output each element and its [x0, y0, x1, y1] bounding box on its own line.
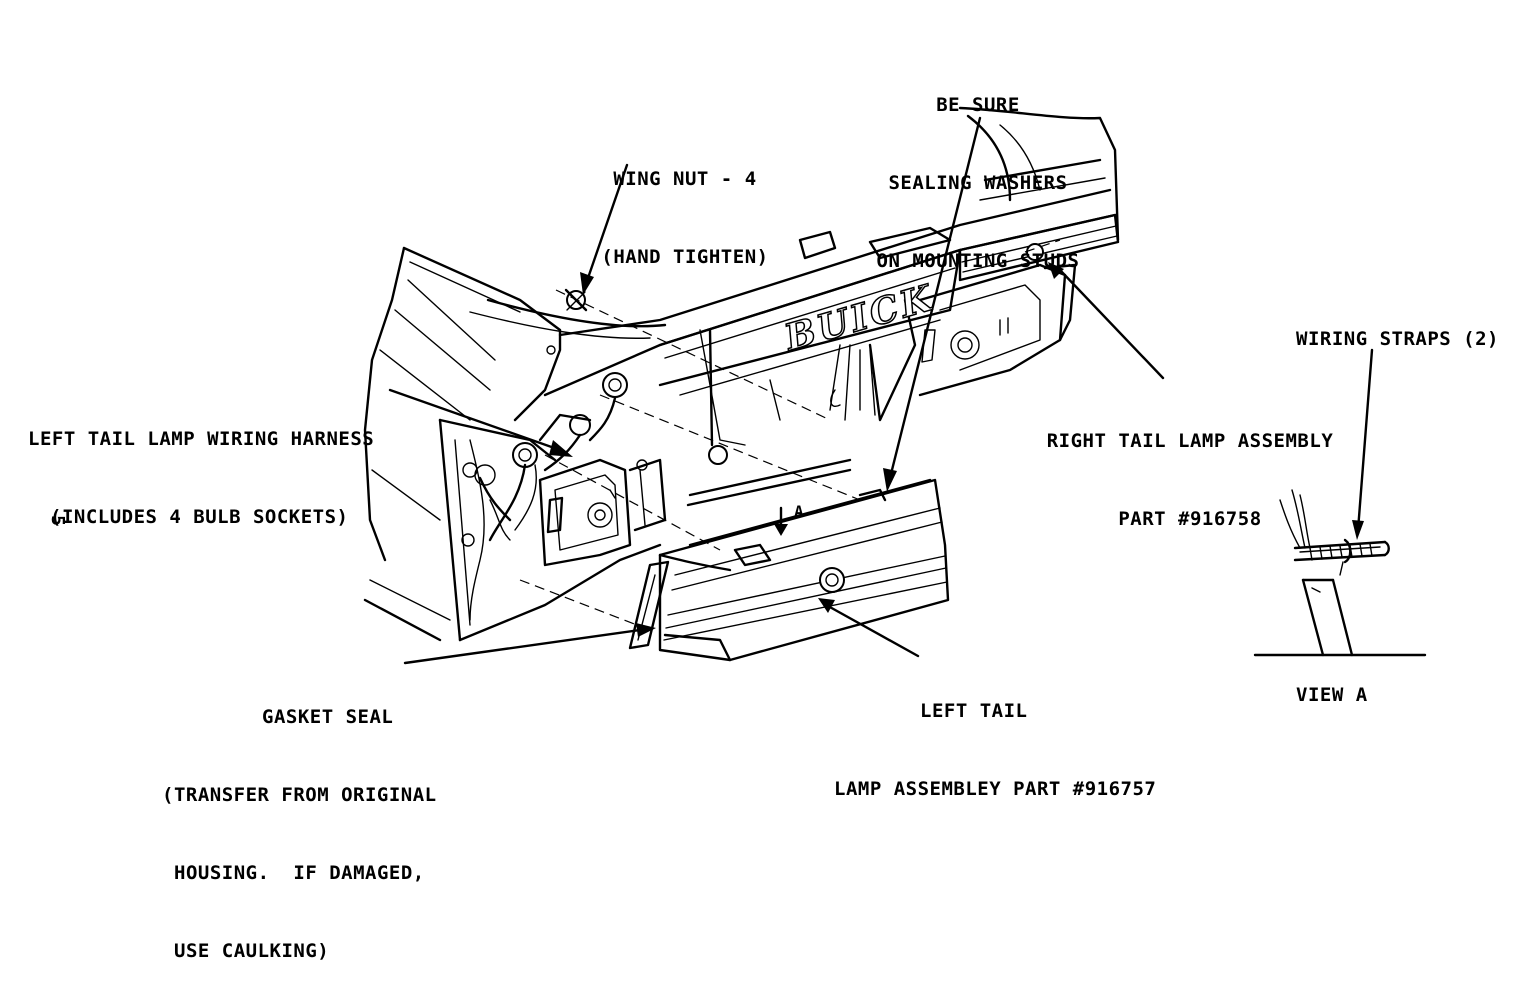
car-rear-body [363, 106, 1120, 642]
right-assembly-label: RIGHT TAIL LAMP ASSEMBLY PART #916758 [1040, 376, 1340, 558]
right-assembly-line-1: RIGHT TAIL LAMP ASSEMBLY [1046, 430, 1334, 452]
sealing-washers-line-1: BE SURE [936, 94, 1020, 116]
sealing-washers-line-3: ON MOUNTING STUDS [876, 250, 1080, 272]
left-harness-line-2: (INCLUDES 4 BULB SOCKETS) [50, 506, 349, 528]
wing-nut-label: WING NUT - 4 (HAND TIGHTEN) [585, 114, 785, 296]
wiring-straps-label: WIRING STRAPS (2) [1296, 328, 1499, 350]
gasket-seal-label: GASKET SEAL (TRANSFER FROM ORIGINAL HOUS… [162, 652, 437, 990]
view-a-label: VIEW A [1296, 684, 1368, 706]
right-assembly-line-2: PART #916758 [1118, 508, 1262, 530]
gasket-seal-line-3: HOUSING. IF DAMAGED, [174, 862, 425, 884]
view-a-arrow-label: A [794, 502, 804, 521]
left-tail-lamp-assembly [658, 478, 950, 662]
leader-lines [388, 116, 1165, 665]
left-harness-label: LEFT TAIL LAMP WIRING HARNESS (INCLUDES … [28, 374, 374, 556]
sealing-washers-line-2: SEALING WASHERS [888, 172, 1068, 194]
page-number: 5 [46, 515, 68, 526]
sealing-washers-label: BE SURE SEALING WASHERS ON MOUNTING STUD… [868, 40, 1088, 300]
wing-nut-line-2: (HAND TIGHTEN) [601, 246, 769, 268]
wing-nut-line-1: WING NUT - 4 [613, 168, 757, 190]
left-assembly-line-1: LEFT TAIL [920, 700, 1028, 722]
gasket-seal-line-1: GASKET SEAL [262, 706, 394, 728]
gasket-seal-line-4: USE CAULKING) [174, 940, 330, 962]
view-a-detail [1253, 348, 1427, 657]
gasket-seal-line-2: (TRANSFER FROM ORIGINAL [162, 784, 437, 806]
left-assembly-line-2: LAMP ASSEMBLEY PART #916757 [834, 778, 1157, 800]
left-assembly-label: LEFT TAIL LAMP ASSEMBLEY PART #916757 [834, 646, 1156, 828]
gasket-seal [628, 560, 670, 650]
tail-lamp-exploded-diagram [363, 106, 1427, 665]
left-harness-line-1: LEFT TAIL LAMP WIRING HARNESS [28, 428, 375, 450]
